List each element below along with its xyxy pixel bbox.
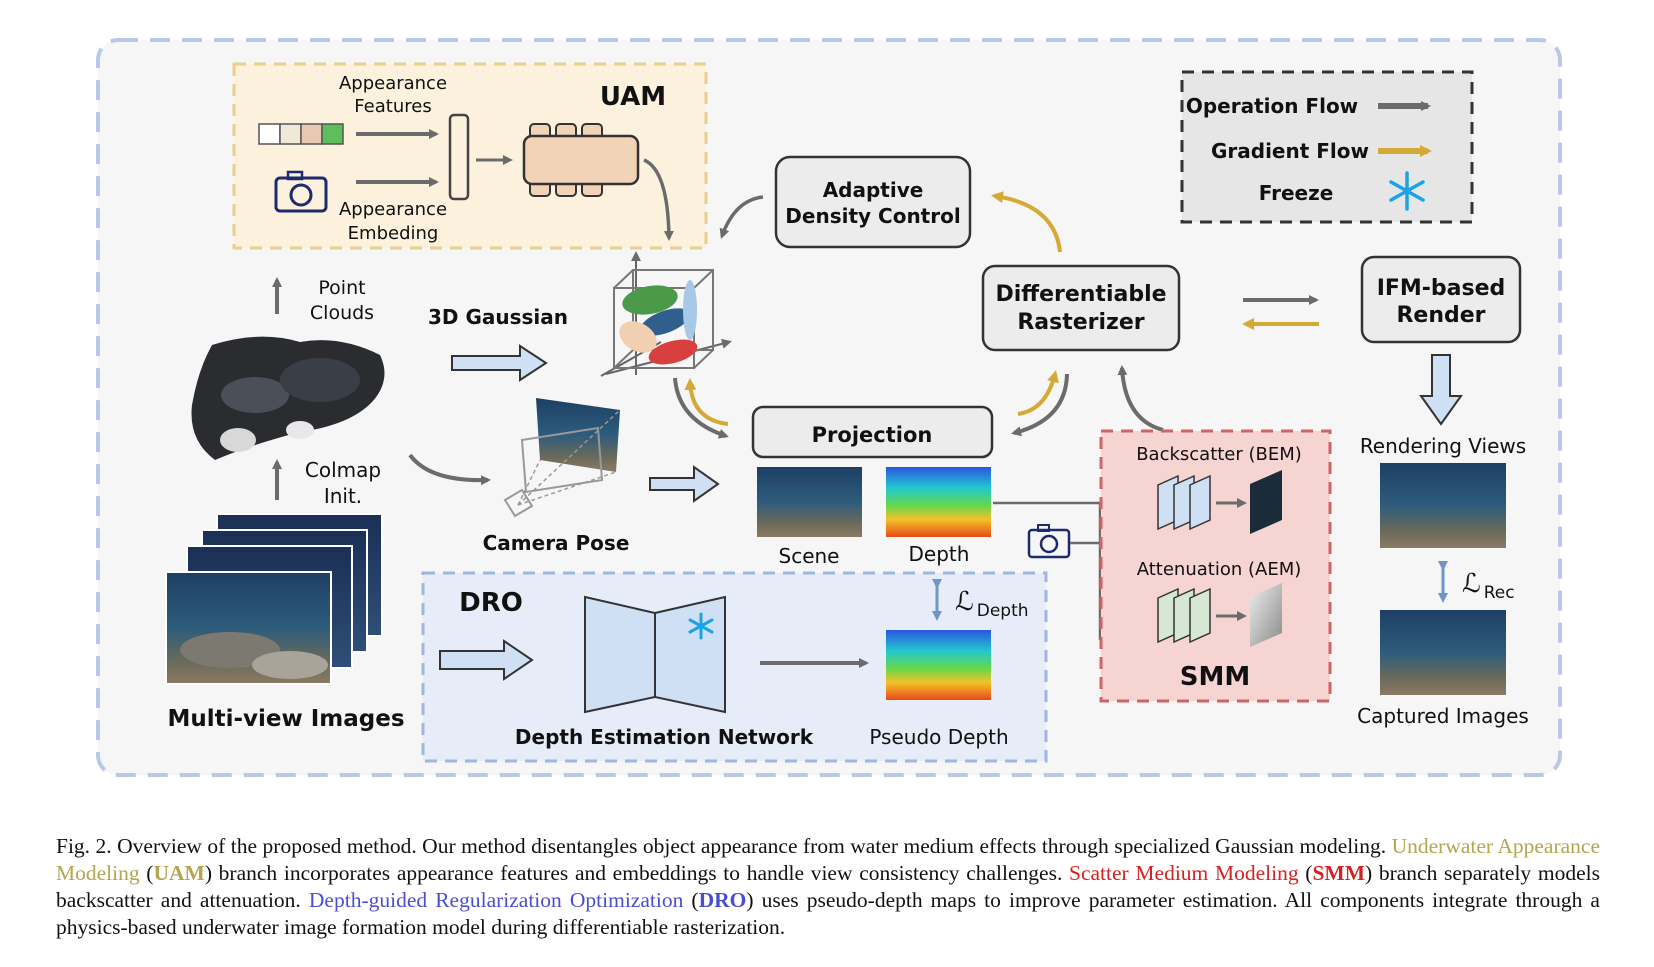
svg-text:Density Control: Density Control <box>785 204 960 228</box>
appearance-embedding-label-2: Embeding <box>348 223 439 244</box>
scene-image <box>757 467 862 537</box>
multi-view-image-stack <box>165 513 383 685</box>
multi-view-images-label: Multi-view Images <box>167 706 404 732</box>
render-down-arrow <box>1419 354 1463 426</box>
mlp-icon <box>522 123 640 197</box>
legend-operation-flow: Operation Flow <box>1186 94 1358 118</box>
smm-abbr: SMM <box>1312 861 1365 885</box>
colmap-label: Colmap <box>305 458 381 482</box>
legend-gradient-flow: Gradient Flow <box>1211 139 1369 163</box>
svg-text:Adaptive: Adaptive <box>823 178 924 202</box>
smm-title: SMM <box>1180 662 1250 692</box>
point-clouds-label: Point <box>318 277 365 299</box>
appearance-features-label-2: Features <box>354 96 431 117</box>
feature-vector-icon <box>258 123 344 145</box>
smm-full-name: Scatter Medium Modeling <box>1069 861 1299 885</box>
dro-full-name: Depth-guided Regularization Optimization <box>308 888 684 912</box>
legend-freeze: Freeze <box>1259 181 1334 205</box>
attenuation-output-image <box>1250 583 1282 647</box>
point-cloud-image <box>191 336 385 460</box>
dro-input-arrow <box>439 639 534 681</box>
pseudo-depth-image <box>886 630 991 700</box>
dro-abbr: DRO <box>698 888 747 912</box>
scene-label: Scene <box>779 544 840 568</box>
uam-abbr: UAM <box>153 861 205 885</box>
camera-pose-label: Camera Pose <box>483 531 630 555</box>
dro-title: DRO <box>459 588 523 618</box>
uam-full-name: Underwater Appearance Modeling <box>56 834 1600 885</box>
depth-network-label: Depth Estimation Network <box>515 725 814 749</box>
smm-module: Backscatter (BEM) Attenuation (AEM) SMM <box>1099 429 1332 703</box>
svg-text:Projection: Projection <box>812 423 933 447</box>
adaptive-density-control-box: Adaptive Density Control <box>774 155 972 249</box>
legend: Operation Flow Gradient Flow Freeze <box>1180 70 1474 224</box>
differentiable-rasterizer-box: Differentiable Rasterizer <box>981 264 1181 352</box>
method-overview-figure: UAM Appearance Features Appearance Embed… <box>96 38 1562 777</box>
uam-title: UAM <box>600 82 666 112</box>
captured-images-label: Captured Images <box>1357 704 1529 728</box>
svg-text:Rasterizer: Rasterizer <box>1017 310 1144 335</box>
backscatter-network-icon <box>1157 474 1211 531</box>
attenuation-label: Attenuation (AEM) <box>1137 559 1302 580</box>
depth-network-icon <box>584 595 726 714</box>
attenuation-network-icon <box>1157 587 1211 644</box>
appearance-embedding-label: Appearance <box>339 199 447 220</box>
snowflake-icon <box>1389 171 1425 211</box>
svg-text:Render: Render <box>1396 303 1485 328</box>
point-clouds-label-2: Clouds <box>310 302 374 324</box>
uam-module: UAM Appearance Features Appearance Embed… <box>232 62 708 250</box>
ifm-render-box: IFM-based Render <box>1360 255 1522 344</box>
appearance-features-label: Appearance <box>339 73 447 94</box>
smm-camera-icon <box>1027 524 1071 559</box>
backscatter-output-image <box>1250 470 1282 534</box>
gaussian-input-arrow <box>451 344 548 382</box>
gaussian-label: 3D Gaussian <box>428 305 568 329</box>
camera-pose-graphic <box>503 398 621 518</box>
depth-map-image <box>886 467 991 537</box>
gaussian-cube <box>600 251 732 377</box>
svg-text:IFM-based: IFM-based <box>1377 276 1506 301</box>
colmap-label-2: Init. <box>324 484 362 508</box>
captured-image <box>1380 610 1506 695</box>
rendering-view-image <box>1380 463 1506 548</box>
svg-text:Differentiable: Differentiable <box>995 282 1166 307</box>
depth-label: Depth <box>909 542 970 566</box>
projection-box: Projection <box>751 405 994 459</box>
figure-caption: Fig. 2. Overview of the proposed method.… <box>56 834 1600 939</box>
concat-bar <box>448 113 470 201</box>
camera-pose-arrow <box>649 465 720 503</box>
rendering-views-label: Rendering Views <box>1360 434 1526 458</box>
camera-icon <box>274 170 328 213</box>
pseudo-depth-label: Pseudo Depth <box>869 725 1008 749</box>
backscatter-label: Backscatter (BEM) <box>1136 444 1302 465</box>
